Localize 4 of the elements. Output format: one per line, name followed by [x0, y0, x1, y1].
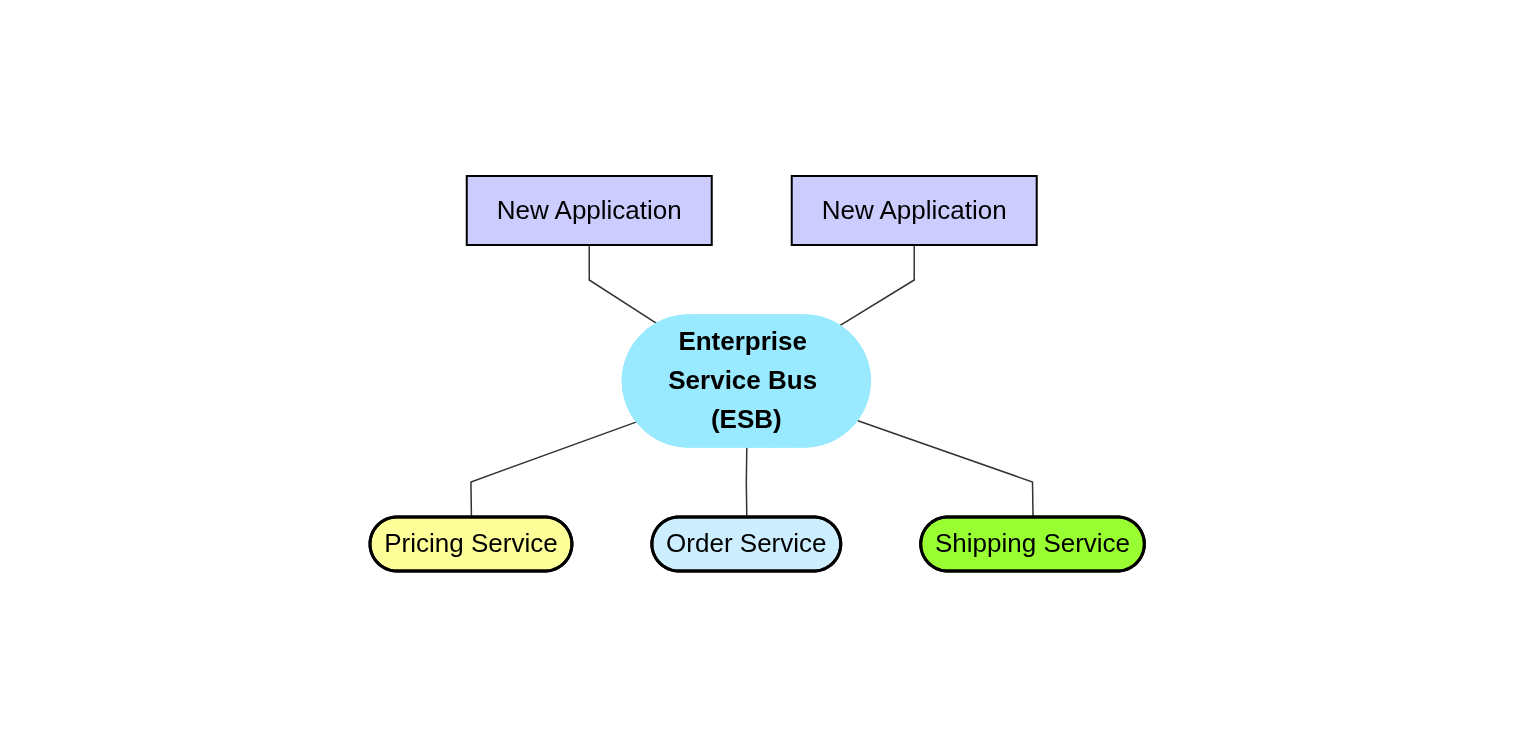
node-box: New Application [791, 174, 1039, 246]
connector [839, 243, 916, 326]
connector [588, 243, 659, 324]
node-box: New Application [466, 174, 714, 246]
